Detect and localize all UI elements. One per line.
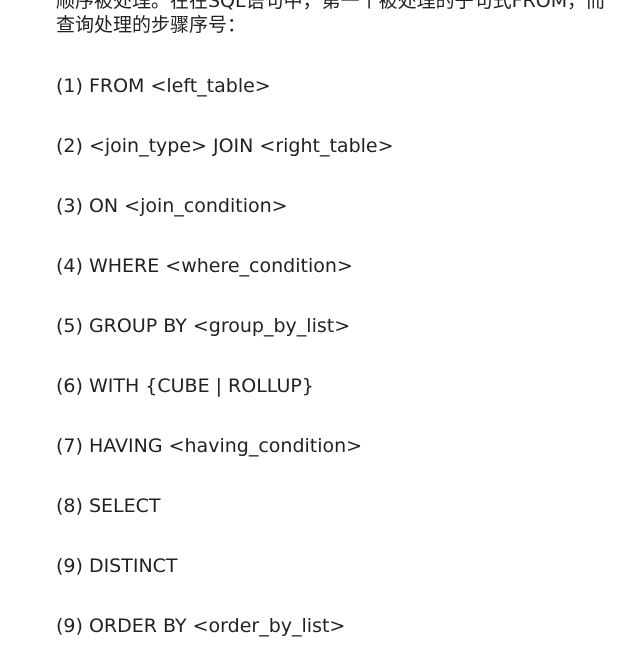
cutoff-text-line: 顺序被处理。在在SQL语句中，第一个被处理的子句式FROM，而 <box>56 0 606 12</box>
step-item: (9) ORDER BY <order_by_list> <box>56 615 346 637</box>
step-item: (7) HAVING <having_condition> <box>56 435 363 457</box>
step-list: (1) FROM <left_table> (2) <join_type> JO… <box>56 72 394 672</box>
step-item: (5) GROUP BY <group_by_list> <box>56 315 351 337</box>
intro-text: 查询处理的步骤序号： <box>56 14 247 36</box>
step-item: (3) ON <join_condition> <box>56 195 288 217</box>
step-item: (8) SELECT <box>56 495 161 517</box>
step-item: (2) <join_type> JOIN <right_table> <box>56 135 394 157</box>
step-item: (1) FROM <left_table> <box>56 75 271 97</box>
step-item: (4) WHERE <where_condition> <box>56 255 353 277</box>
step-item: (9) DISTINCT <box>56 555 178 577</box>
step-item: (6) WITH {CUBE | ROLLUP} <box>56 375 314 397</box>
